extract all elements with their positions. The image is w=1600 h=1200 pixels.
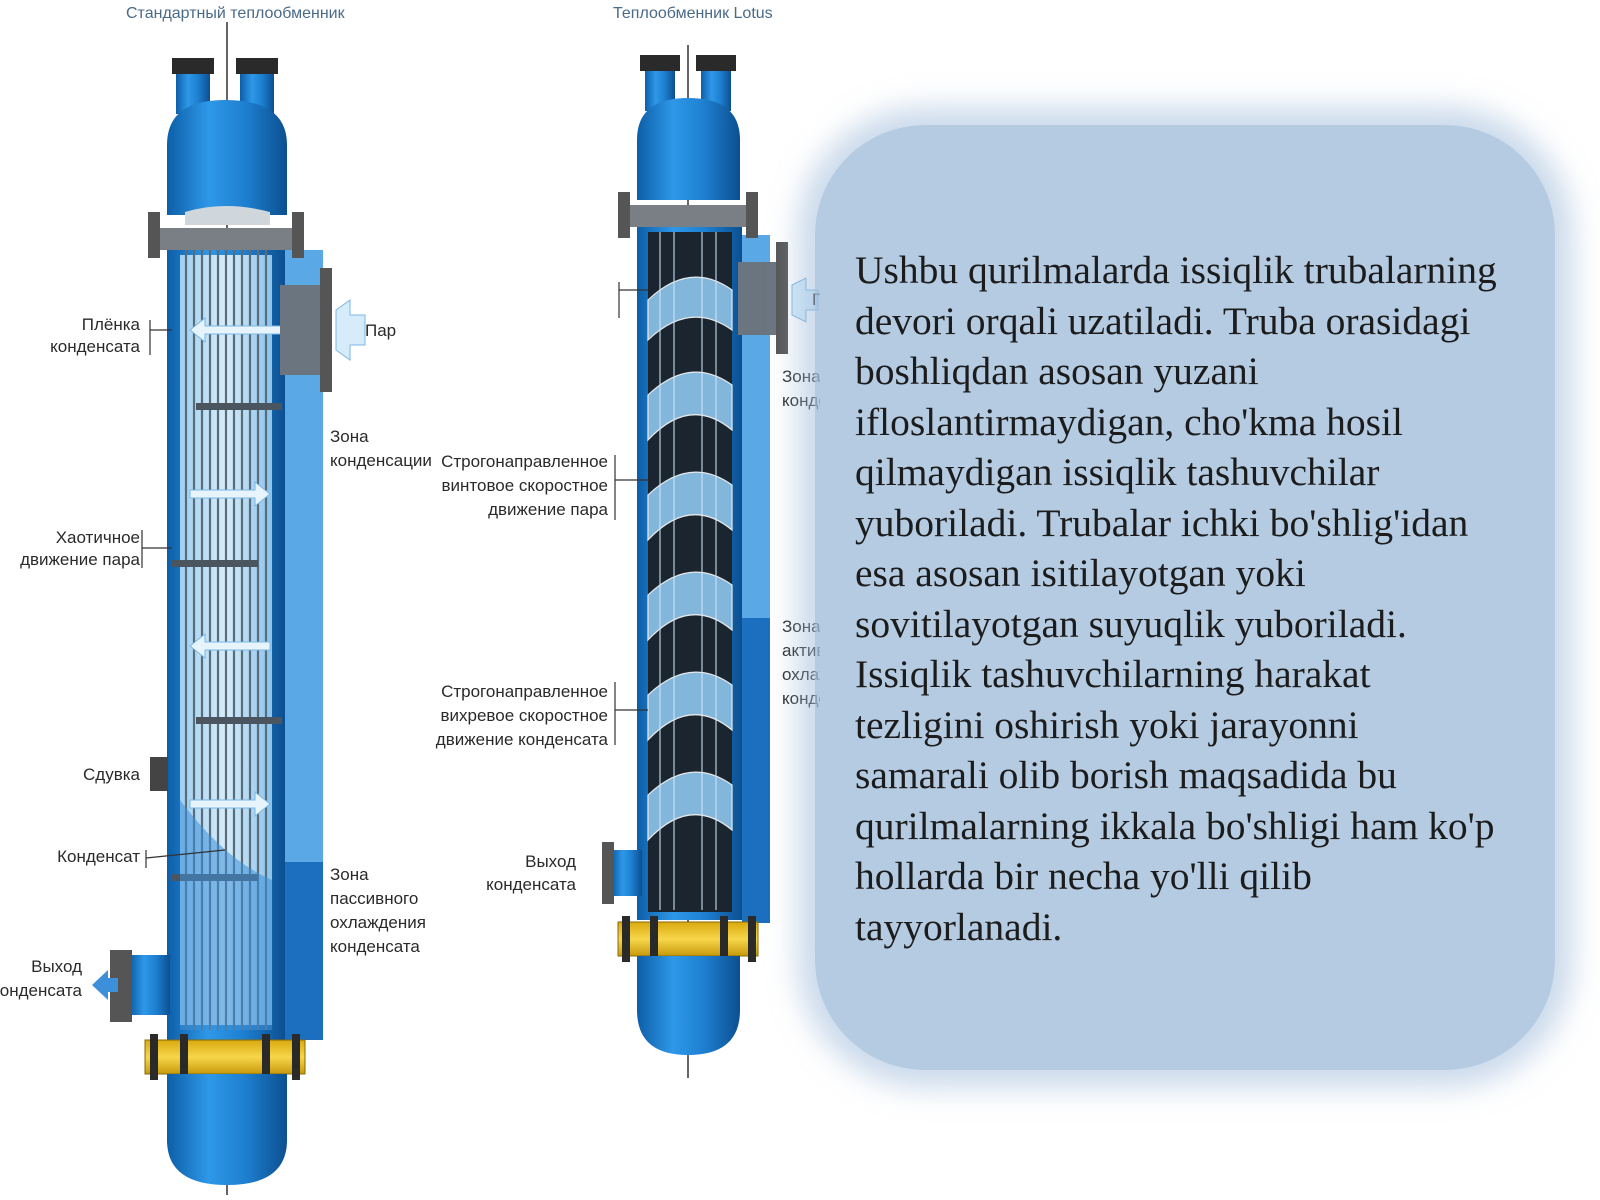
condensate-outlet bbox=[92, 950, 170, 1022]
label-zone-b-4: конде bbox=[782, 689, 820, 708]
label-outlet-1: Выход bbox=[31, 957, 82, 976]
label-zone-a-2: конде bbox=[782, 391, 820, 410]
label-passive-zone-2: пассивного bbox=[330, 889, 418, 908]
label-chaotic-steam-1: Хаотичное bbox=[56, 528, 140, 547]
top-head bbox=[167, 100, 287, 215]
heat-exchanger-diagram: Стандартный теплообменник bbox=[0, 5, 820, 1195]
description-box: Ushbu qurilmalarda issiqlik trubalarning… bbox=[815, 125, 1555, 1070]
top-head bbox=[637, 98, 740, 200]
label-zone-a-1: Зона bbox=[782, 367, 820, 386]
active-cooling-zone-bar bbox=[742, 618, 770, 923]
leader-lines bbox=[141, 320, 226, 868]
label-condensate-film-1: Плёнка bbox=[82, 315, 141, 334]
steam-flow-arrows bbox=[189, 316, 291, 818]
label-screw-flow-1: Строгонаправленное bbox=[441, 452, 608, 471]
label-condensate: Конденсат bbox=[57, 847, 140, 866]
label-condensate-film-2: конденсата bbox=[50, 337, 140, 356]
label-condensation-zone-1: Зона bbox=[330, 427, 369, 446]
leader-lines bbox=[614, 282, 648, 745]
condensate-pool bbox=[180, 800, 272, 1030]
label-vortex-flow-2: вихревое скоростное bbox=[441, 706, 609, 725]
condensate-outlet bbox=[602, 842, 642, 904]
label-zone-b-3: охлаж bbox=[782, 665, 820, 684]
label-steam: Пар bbox=[365, 321, 396, 340]
standard-exchanger: Стандартный теплообменник bbox=[0, 5, 432, 1195]
description-text: Ushbu qurilmalarda issiqlik trubalarning… bbox=[855, 248, 1497, 949]
label-condensation-zone-2: конденсации bbox=[330, 451, 432, 470]
bottom-head bbox=[167, 1074, 287, 1185]
spiral-baffle bbox=[647, 276, 733, 842]
label-screw-flow-3: движение пара bbox=[488, 500, 608, 519]
label-zone-b-2: актив bbox=[782, 641, 820, 660]
steam-inlet-nozzle bbox=[280, 268, 366, 392]
label-outlet-2: конденсата bbox=[0, 981, 83, 1000]
label-chaotic-steam-2: движение пара bbox=[20, 550, 140, 569]
label-passive-zone-1: Зона bbox=[330, 865, 369, 884]
label-zone-b-1: Зона bbox=[782, 617, 820, 636]
label-passive-zone-3: охлаждения bbox=[330, 913, 426, 932]
label-vortex-flow-3: движение конденсата bbox=[436, 730, 609, 749]
label-passive-zone-4: конденсата bbox=[330, 937, 420, 956]
passive-cooling-zone-bar bbox=[283, 862, 323, 1040]
bottom-flange bbox=[144, 1039, 306, 1075]
label-outlet-1: Выход bbox=[525, 852, 576, 871]
top-flange bbox=[622, 205, 754, 227]
label-vortex-flow-1: Строгонаправленное bbox=[441, 682, 608, 701]
blowdown-valve bbox=[150, 757, 168, 791]
bottom-head bbox=[637, 956, 740, 1055]
label-blowdown: Сдувка bbox=[83, 765, 141, 784]
top-flange bbox=[152, 228, 300, 250]
label-outlet-2: конденсата bbox=[486, 875, 576, 894]
lotus-exchanger: Теплообменник Lotus bbox=[436, 5, 820, 1078]
steam-inlet-nozzle bbox=[738, 242, 819, 354]
standard-exchanger-title: Стандартный теплообменник bbox=[126, 5, 346, 22]
lotus-exchanger-title: Теплообменник Lotus bbox=[613, 5, 773, 22]
label-screw-flow-2: винтовое скоростное bbox=[441, 476, 608, 495]
bottom-flange bbox=[617, 921, 759, 957]
tube-lines bbox=[659, 232, 717, 910]
